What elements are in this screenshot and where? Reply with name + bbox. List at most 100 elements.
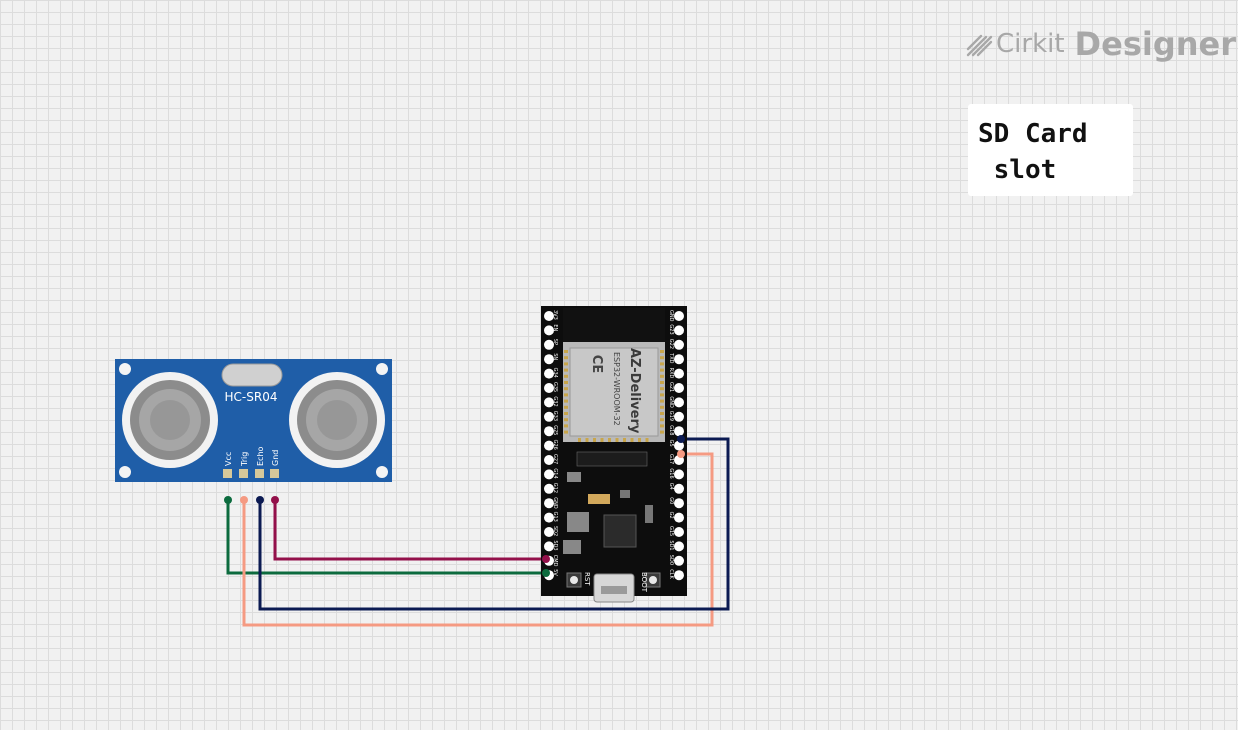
esp-pin-label: GND	[552, 497, 558, 509]
rst-button[interactable]	[566, 572, 582, 588]
wire-endpoint[interactable]	[677, 450, 685, 458]
esp-pin-label: TXD	[668, 352, 674, 363]
esp-pin-g34[interactable]	[544, 368, 554, 379]
esp-pin-txd[interactable]	[674, 354, 684, 365]
wire-endpoint[interactable]	[256, 496, 264, 504]
esp-pin-g25[interactable]	[544, 426, 554, 437]
esp-left-header	[544, 311, 554, 581]
pin-pad-gnd[interactable]	[270, 469, 279, 478]
esp-pin-g2[interactable]	[674, 512, 684, 523]
esp-pin-3v3[interactable]	[544, 311, 554, 321]
esp-pin-label: G19	[668, 411, 674, 421]
castellation-pad	[660, 374, 664, 378]
esp-pin-sd2[interactable]	[544, 527, 554, 537]
esp-pin-g0[interactable]	[674, 498, 684, 509]
wire-endpoint[interactable]	[542, 569, 550, 577]
esp-pin-label: GND	[668, 310, 674, 322]
esp-pin-label: G33	[552, 411, 558, 421]
wire-endpoint[interactable]	[271, 496, 279, 504]
castellation-pad	[600, 438, 604, 442]
esp-pin-g12[interactable]	[544, 483, 554, 494]
esp-pin-g35[interactable]	[544, 383, 554, 393]
micro-usb-opening	[601, 586, 627, 594]
pin-pad-trig[interactable]	[239, 469, 248, 478]
esp-pin-g4[interactable]	[674, 483, 684, 494]
pin-label-vcc: Vcc	[224, 452, 233, 466]
text-note[interactable]: SD Card slot	[968, 104, 1133, 196]
esp-pin-clk[interactable]	[674, 570, 684, 581]
wire-vcc-5v[interactable]	[226, 500, 545, 575]
esp-pin-g21[interactable]	[674, 383, 684, 393]
esp-pin-g27[interactable]	[544, 455, 554, 465]
wire-trig-g5[interactable]	[242, 452, 714, 627]
pin-label-gnd: Gnd	[271, 450, 280, 466]
esp-pin-g19[interactable]	[674, 411, 684, 422]
esp-pin-label: EN	[552, 324, 558, 331]
boot-button[interactable]	[645, 572, 661, 588]
pin-pad-echo[interactable]	[255, 469, 264, 478]
esp-pin-sn[interactable]	[544, 354, 554, 365]
esp-pin-label: G0	[668, 497, 674, 504]
castellation-pad	[564, 368, 568, 372]
esp-pin-label: G16	[668, 468, 674, 478]
wire-endpoint[interactable]	[224, 496, 232, 504]
castellation-pad	[660, 430, 664, 434]
castellation-pad	[660, 356, 664, 360]
castellation-pad	[660, 412, 664, 415]
sensor-mount-hole	[376, 363, 388, 375]
esp-pin-sd3[interactable]	[544, 541, 554, 552]
esp-pin-gnd[interactable]	[674, 397, 684, 408]
esp-pin-g5[interactable]	[674, 440, 684, 451]
esp-pin-sp[interactable]	[544, 339, 554, 350]
castellation-pad	[564, 374, 568, 378]
hc-sr04-sensor[interactable]: HC-SR04 Vcc Trig Echo Gnd	[115, 359, 392, 482]
esp-pin-en[interactable]	[544, 325, 554, 336]
esp-pin-g15[interactable]	[674, 527, 684, 537]
esp-pin-g13[interactable]	[544, 512, 554, 523]
esp-pin-label: G2	[668, 512, 674, 519]
esp-pin-label: GND	[668, 396, 674, 408]
wire-gnd-gnd[interactable]	[273, 500, 545, 561]
wire-endpoint[interactable]	[677, 435, 685, 443]
esp-pin-gnd[interactable]	[674, 311, 684, 321]
esp-right-pin-labels: GNDG23G22TXDRXDG21GNDG19G18G5G17G16G4G0G…	[668, 310, 674, 579]
esp-pin-label: G27	[552, 454, 558, 464]
esp-pin-g23[interactable]	[674, 325, 684, 336]
castellation-pad	[564, 393, 568, 397]
esp-pin-label: G15	[668, 526, 674, 536]
esp-pin-g26[interactable]	[544, 440, 554, 451]
esp-pin-g14[interactable]	[544, 469, 554, 480]
esp-pin-label: G34	[552, 368, 558, 378]
logo-icon	[966, 34, 993, 57]
boot-label: BOOT	[640, 572, 648, 593]
esp-pin-g18[interactable]	[674, 426, 684, 437]
castellation-pad	[660, 350, 664, 353]
castellation-pad	[564, 412, 568, 415]
esp-pin-gnd[interactable]	[544, 498, 554, 509]
wire-endpoints-sensor	[224, 496, 279, 504]
castellation-pad	[660, 362, 664, 366]
sensor-pin-labels: Vcc Trig Echo Gnd	[224, 446, 280, 467]
esp-pin-sd1[interactable]	[674, 541, 684, 552]
castellation-pad	[564, 424, 568, 428]
esp-pin-g33[interactable]	[544, 411, 554, 422]
esp-pin-rxd[interactable]	[674, 368, 684, 379]
esp-pin-label: CMD	[552, 555, 558, 567]
wire-echo-g18[interactable]	[258, 437, 730, 611]
esp-pin-label: G22	[668, 339, 674, 349]
esp-module-castellations	[564, 350, 664, 442]
castellation-pad	[564, 381, 568, 384]
esp-pin-label: SN	[552, 353, 558, 360]
castellation-pad	[564, 350, 568, 353]
wire-endpoint[interactable]	[240, 496, 248, 504]
esp-pin-label: CLK	[668, 569, 674, 579]
esp-pin-g22[interactable]	[674, 339, 684, 350]
wire-endpoint[interactable]	[542, 555, 550, 563]
esp-pin-label: SD2	[552, 526, 558, 536]
esp-pin-g32[interactable]	[544, 397, 554, 408]
pin-pad-vcc[interactable]	[223, 469, 232, 478]
castellation-pad	[660, 424, 664, 428]
esp-pin-g16[interactable]	[674, 469, 684, 480]
esp-pin-sd0[interactable]	[674, 555, 684, 566]
esp32-devkit-board[interactable]: CE AZ-Delivery ESP32-WROOM-32 RST BOOT	[541, 306, 687, 603]
